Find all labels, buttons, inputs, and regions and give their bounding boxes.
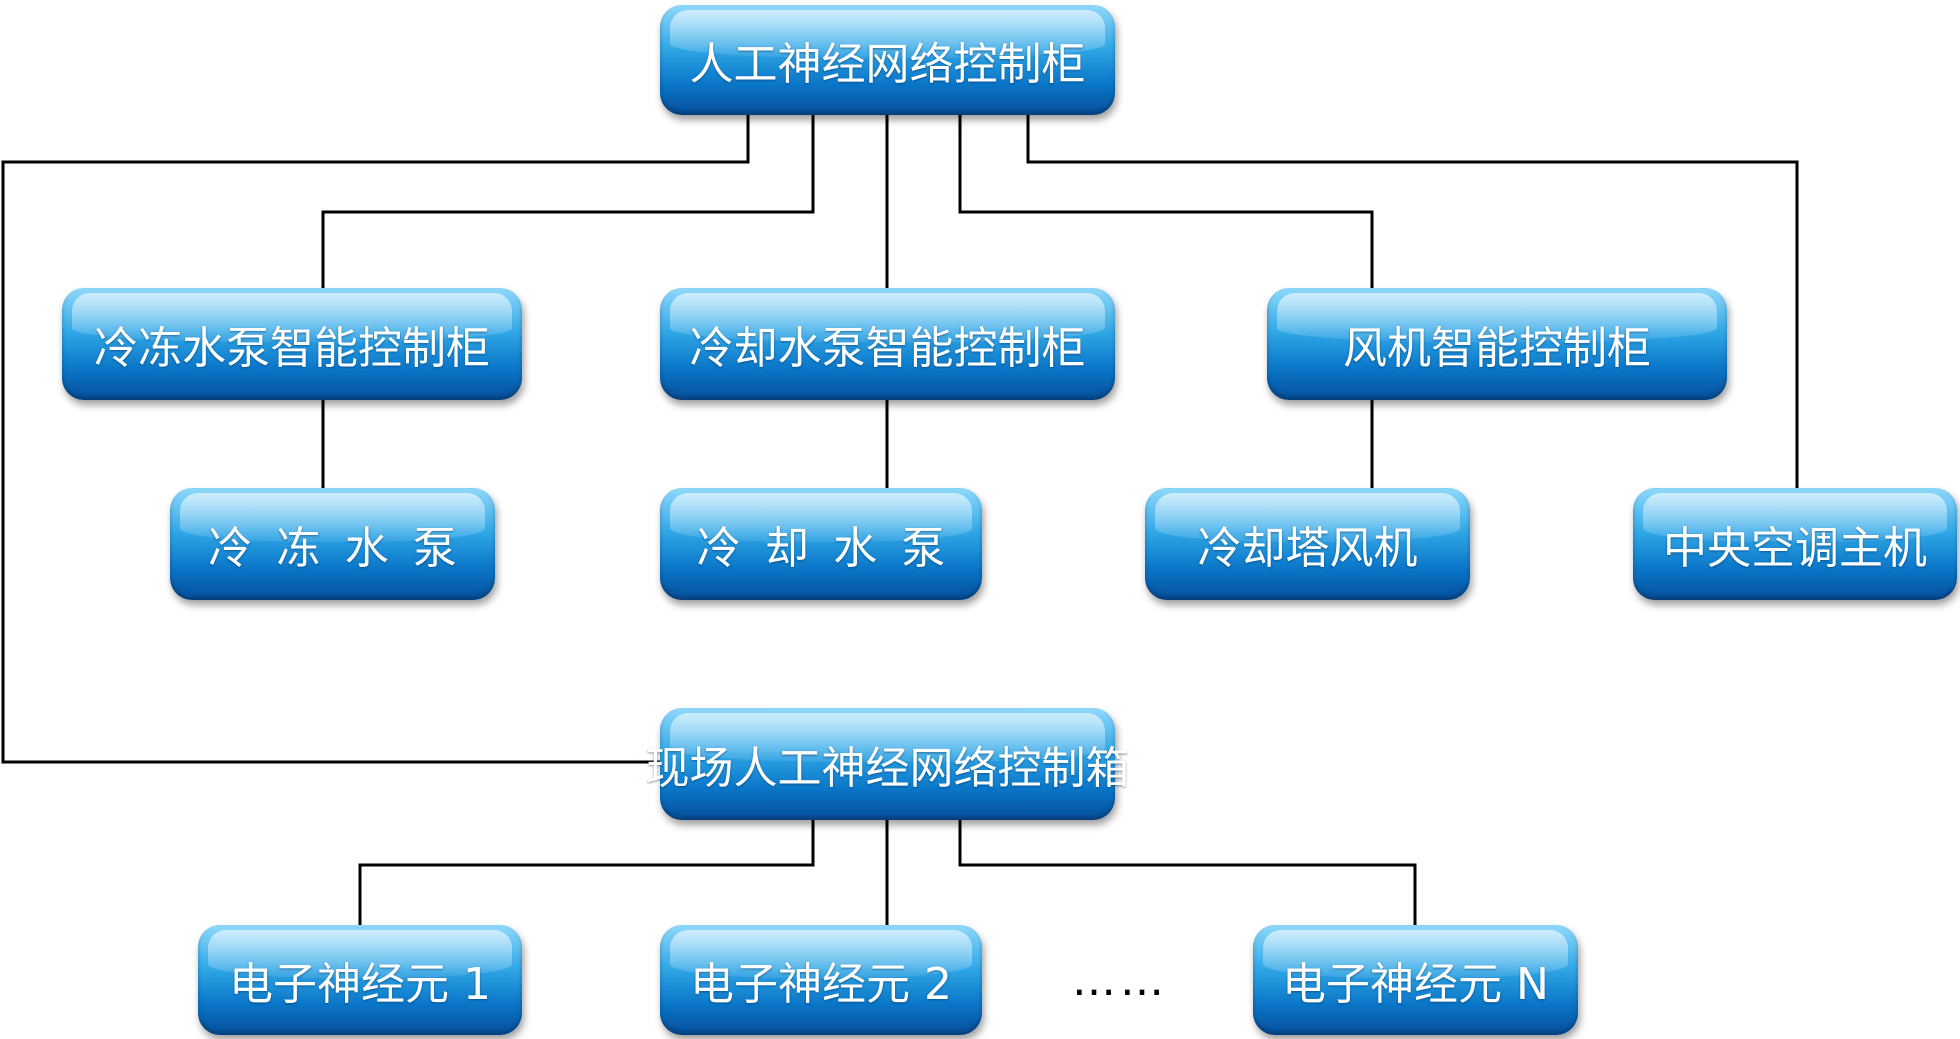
field-control-box: 现场人工神经网络控制箱 [646,708,1130,820]
neuron-2-label: 电子神经元 2 [690,959,952,1010]
neuron-1: 电子神经元 1 [198,925,522,1035]
chilled-pump-cabinet: 冷冻水泵智能控制柜 [62,288,522,400]
main-control-cabinet: 人工神经网络控制柜 [660,5,1115,115]
neuron-2: 电子神经元 2 [660,925,982,1035]
cooling-water-pump-label: 冷却水泵 [696,523,970,574]
central-ac-host: 中央空调主机 [1633,488,1957,600]
line-main-to-fan-cabinet [958,115,1374,288]
cooling-tower-fan: 冷却塔风机 [1145,488,1470,600]
line-field-to-neuron-1 [358,820,815,925]
chilled-water-pump-label: 冷冻水泵 [208,523,481,574]
fan-cabinet-label: 风机智能控制柜 [1343,323,1651,374]
neuron-n-label: 电子神经元 N [1282,959,1549,1010]
line-main-to-chilled-cabinet [321,115,815,288]
cooling-pump-cabinet-label: 冷却水泵智能控制柜 [689,323,1086,374]
chilled-water-pump: 冷冻水泵 [170,488,495,600]
neuron-n: 电子神经元 N [1253,925,1578,1035]
main-control-cabinet-label: 人工神经网络控制柜 [689,39,1086,90]
central-ac-host-label: 中央空调主机 [1663,523,1927,574]
cooling-pump-cabinet: 冷却水泵智能控制柜 [660,288,1115,400]
fan-cabinet: 风机智能控制柜 [1267,288,1727,400]
field-control-box-label: 现场人工神经网络控制箱 [645,743,1130,794]
cooling-water-pump: 冷却水泵 [660,488,982,600]
ellipsis: …… [1072,954,1168,1006]
cooling-tower-fan-label: 冷却塔风机 [1197,523,1418,574]
line-main-to-field-box [1,115,750,764]
chilled-pump-cabinet-label: 冷冻水泵智能控制柜 [94,323,490,374]
line-main-to-central-ac [1026,115,1799,488]
neuron-1-label: 电子神经元 1 [229,959,491,1010]
line-field-to-neuron-n [958,820,1417,925]
